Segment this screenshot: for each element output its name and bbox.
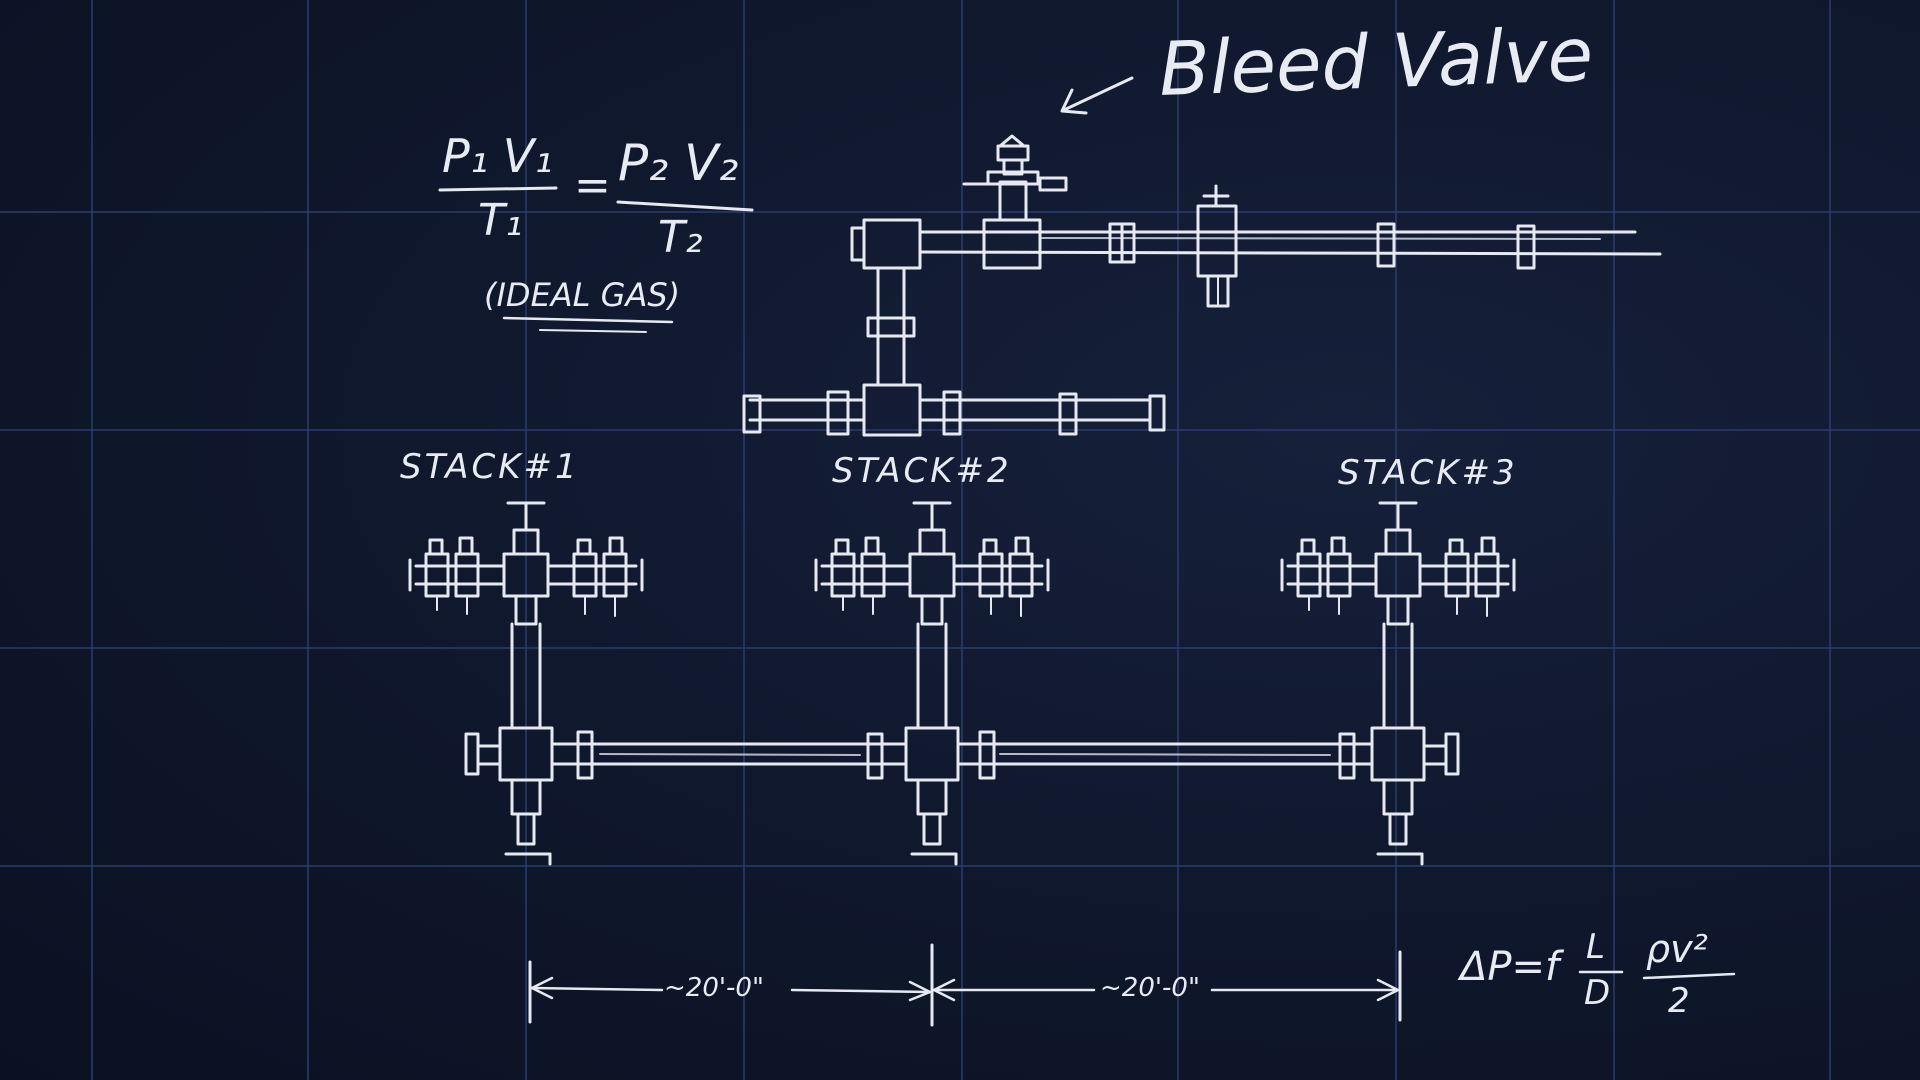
wellhead-stack-1 [408,501,644,866]
dimension-1: ~20'-0" [530,973,932,1003]
ideal-gas-rhs-numerator: P₂ V₂ [618,134,738,192]
stack-labels: STACK#1 STACK#2 STACK#3 [400,447,1518,493]
ideal-gas-rhs-denominator: T₂ [658,212,703,263]
ideal-gas-equals: = [574,160,611,211]
ideal-gas-lhs-denominator: T₁ [478,195,523,246]
upper-manifold [742,134,1662,437]
bleed-valve-callout: Bleed Valve [1060,12,1595,115]
pressure-drop-frac2-denominator: 2 [1668,981,1690,1021]
lower-header-pipe [550,730,1374,780]
wellhead-stack-3 [1280,501,1516,866]
pressure-drop-frac1-numerator: L [1586,927,1605,967]
pressure-drop-frac2-numerator: ρv² [1646,927,1708,971]
ideal-gas-equation: P₁ V₁ T₁ = P₂ V₂ T₂ (IDEAL GAS) [438,129,754,333]
ideal-gas-lhs-numerator: P₁ V₁ [442,129,553,183]
pressure-drop-lhs: ΔP=f [1457,944,1565,990]
stack-label-3: STACK#3 [1338,453,1518,493]
bleed-valve-label: Bleed Valve [1158,12,1595,113]
pressure-drop-equation: ΔP=f L D ρv² 2 [1457,927,1736,1021]
callout-arrow [1060,76,1134,115]
dimension-label-1: ~20'-0" [664,973,764,1003]
stack-label-2: STACK#2 [832,451,1012,491]
ideal-gas-note: (IDEAL GAS) [484,276,680,314]
pressure-drop-frac1-denominator: D [1584,973,1610,1013]
dimension-label-2: ~20'-0" [1100,973,1200,1003]
stack-label-1: STACK#1 [400,447,580,487]
dimension-2: ~20'-0" [932,973,1400,1003]
dimension-lines: ~20'-0" ~20'-0" [528,943,1402,1027]
wellhead-stack-2 [814,501,1050,866]
